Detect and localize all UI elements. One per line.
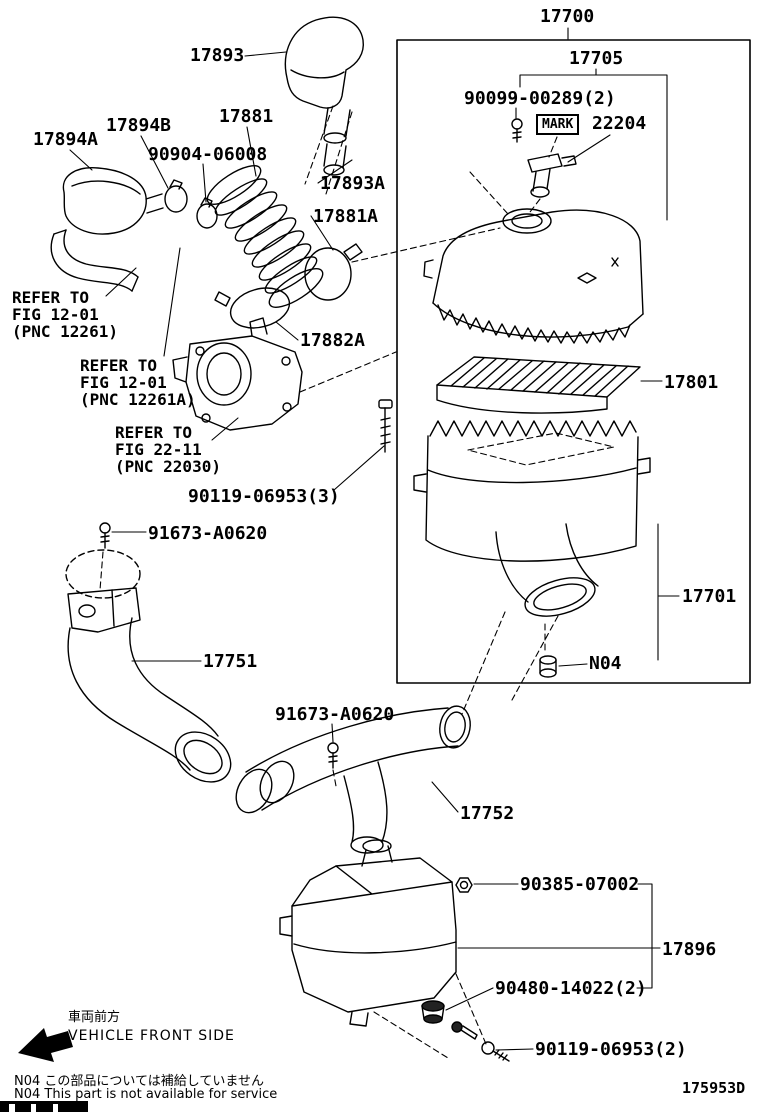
leader-lines (69, 27, 680, 1051)
refer-line: FIG 22-11 (115, 440, 202, 459)
logo-fragment (0, 1101, 88, 1112)
part-filter-element-17801 (436, 356, 641, 414)
part-bolt-90119-06953-2 (481, 1041, 510, 1062)
refer-line: REFER TO (80, 356, 158, 375)
part-throttle-body-fig22-11 (172, 317, 303, 431)
label-90099-00289: 90099-00289(2) (464, 88, 616, 109)
label-17751: 17751 (203, 651, 258, 672)
refer-line: (PNC 12261A) (80, 390, 196, 409)
part-hose-17752 (235, 705, 471, 854)
label-22204: 22204 (592, 113, 647, 134)
label-17894a: 17894A (33, 129, 99, 150)
drawing-code: 175953D (682, 1079, 746, 1097)
refer-line: FIG 12-01 (12, 305, 99, 324)
refer-line: REFER TO (12, 288, 90, 307)
label-90119-06953-3: 90119-06953(3) (188, 486, 340, 507)
label-90480-14022: 90480-14022(2) (495, 978, 647, 999)
label-17881: 17881 (219, 106, 274, 127)
label-17881a: 17881A (313, 206, 379, 227)
vehicle-front-label-en: VEHICLE FRONT SIDE (68, 1028, 235, 1044)
part-intake-hose-17881 (206, 165, 324, 308)
mark-label-box: MARK (536, 114, 580, 135)
part-inlet-hose-17893a (323, 107, 351, 176)
part-resonator-17896 (279, 839, 457, 1027)
refer-block-fig22-11: REFER TO FIG 22-11 (PNC 22030) (115, 424, 221, 475)
label-17752: 17752 (460, 803, 515, 824)
label-17882a: 17882A (300, 330, 366, 351)
part-cushion-90480 (421, 1000, 445, 1024)
footnote-jp: N04 この部品については補給していません (14, 1074, 264, 1089)
label-90904-06008: 90904-06008 (148, 144, 268, 165)
part-breather-hose-fig12-01 (50, 229, 139, 292)
label-17893a: 17893A (320, 173, 386, 194)
label-90119-06953-2: 90119-06953(2) (535, 1039, 687, 1060)
part-resonator-17894a (62, 167, 164, 235)
label-17801: 17801 (664, 372, 719, 393)
assembly-dashed-lines (99, 105, 615, 1059)
label-90385-07002: 90385-07002 (520, 874, 640, 895)
refer-block-fig12-01a: REFER TO FIG 12-01 (PNC 12261A) (80, 357, 196, 408)
assembly-boundary-box (396, 39, 751, 684)
part-air-inlet-17893 (284, 16, 364, 109)
part-screw-91673-a0620-upper (99, 522, 111, 549)
part-spacer-n04 (539, 655, 557, 678)
vehicle-front-label-jp: 車両前方 (68, 1010, 121, 1025)
refer-line: (PNC 12261) (12, 322, 118, 341)
part-screw-91673-a0620-lower (327, 742, 339, 769)
part-clamp-90904 (196, 197, 218, 229)
refer-line: REFER TO (115, 423, 193, 442)
refer-block-fig12-01: REFER TO FIG 12-01 (PNC 12261) (12, 289, 118, 340)
label-n04: N04 (589, 653, 622, 674)
label-91673-a0620-lower: 91673-A0620 (275, 704, 395, 725)
part-screw-90099 (511, 118, 523, 143)
refer-line: (PNC 22030) (115, 457, 221, 476)
label-17705: 17705 (569, 48, 624, 69)
part-air-cleaner-hose-17751 (65, 549, 232, 783)
label-91673-a0620-upper: 91673-A0620 (148, 523, 268, 544)
label-17893: 17893 (190, 45, 245, 66)
part-clamp-17894b (164, 179, 188, 213)
label-17896: 17896 (662, 939, 717, 960)
part-air-cleaner-case-17701 (413, 420, 651, 617)
part-clamp-17881a (304, 243, 363, 301)
part-nut-90385 (455, 877, 473, 893)
label-17700: 17700 (540, 6, 595, 27)
label-17701: 17701 (682, 586, 737, 607)
refer-line: FIG 12-01 (80, 373, 167, 392)
label-17894b: 17894B (106, 115, 172, 136)
footnote-en: N04 This part is not available for servi… (14, 1087, 278, 1102)
part-stud-bolt (451, 1021, 478, 1040)
vehicle-front-arrow (18, 1028, 73, 1062)
part-air-cleaner-cap-17705 (423, 208, 644, 344)
part-bolt-90119-06953-3 (378, 399, 393, 453)
part-maf-sensor-22204 (527, 153, 577, 198)
